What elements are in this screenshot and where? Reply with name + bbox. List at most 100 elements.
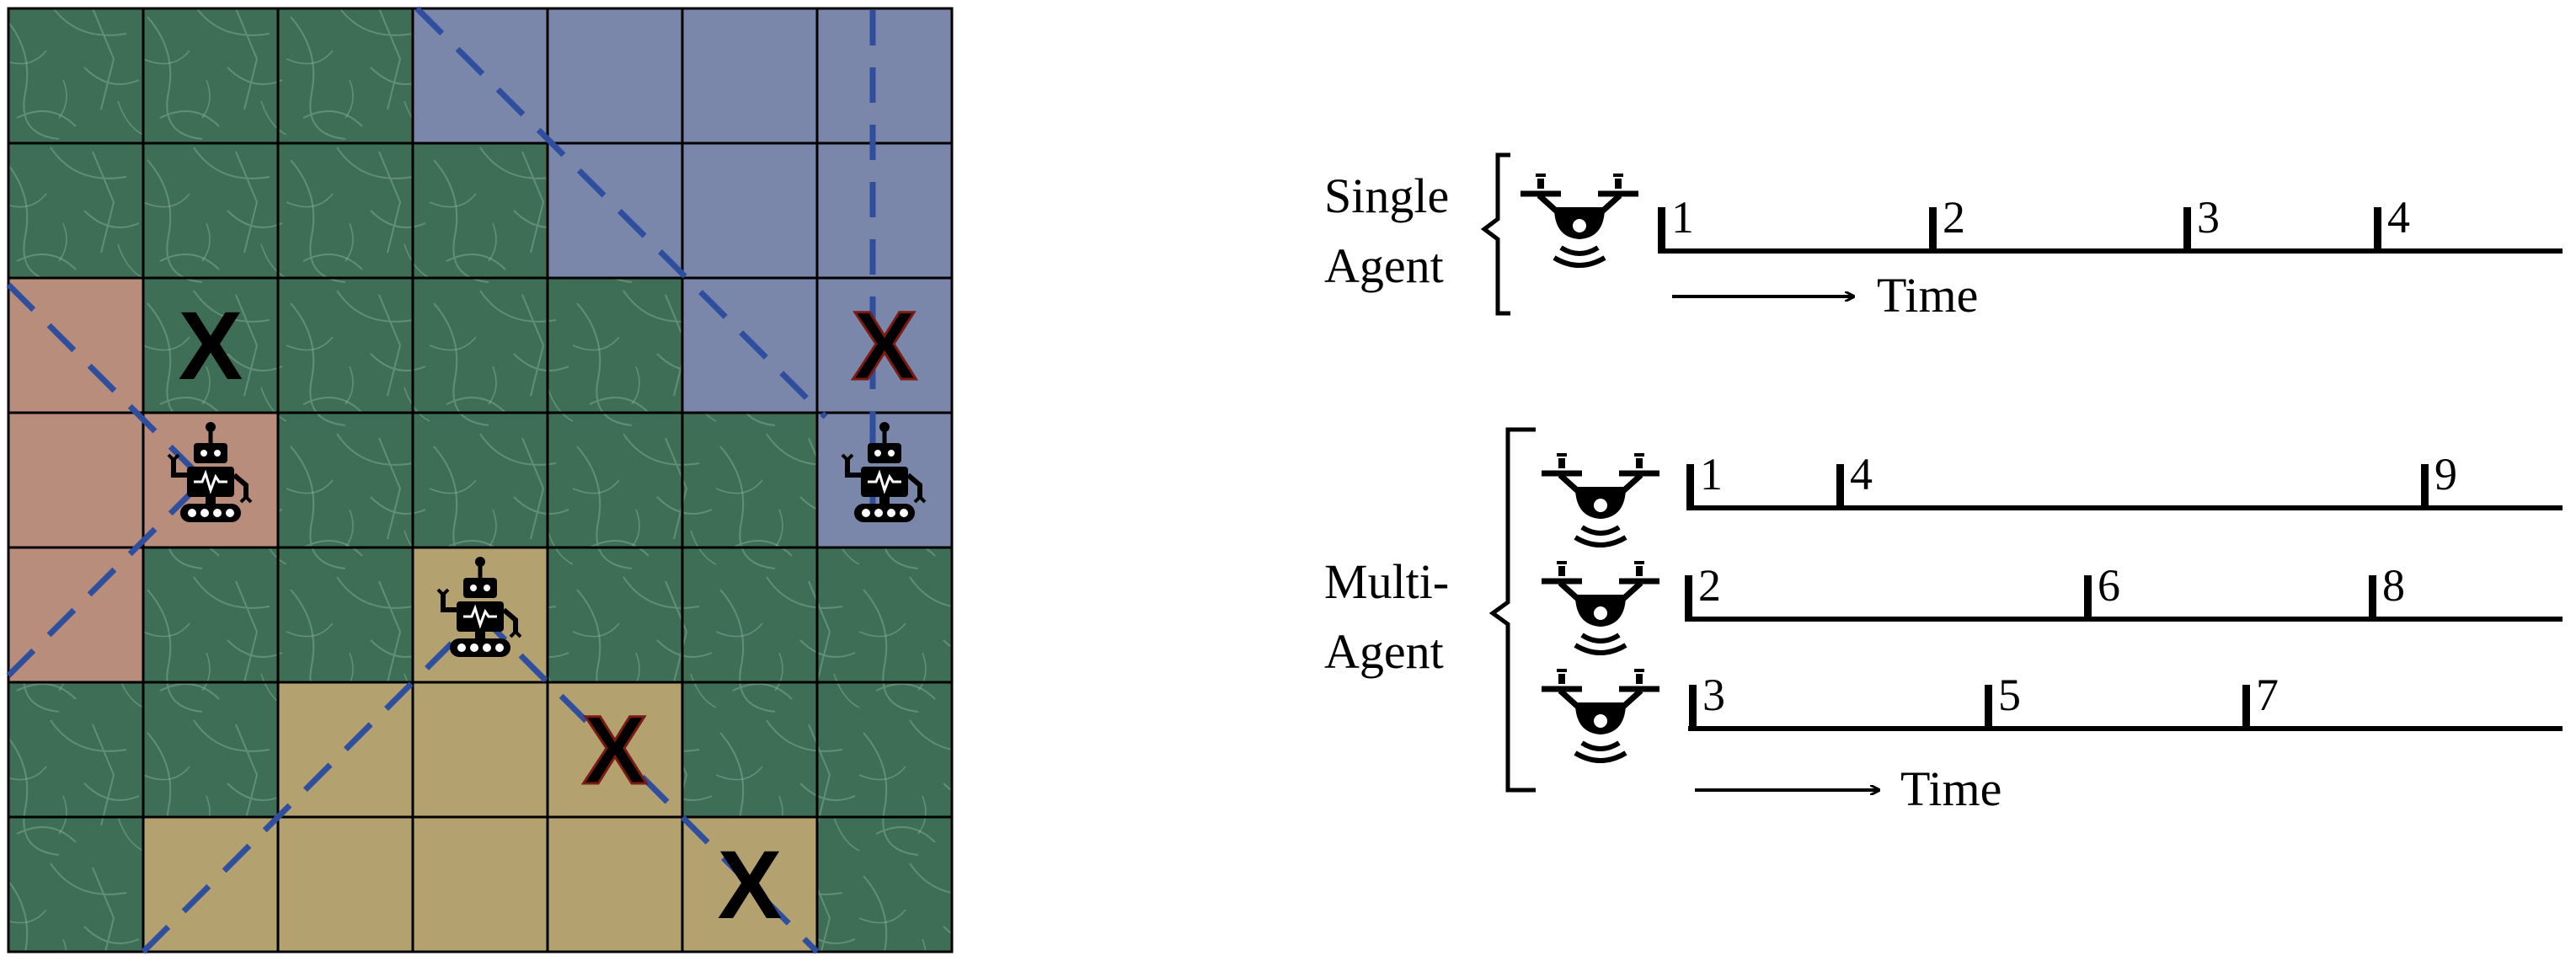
grid-cell-orange-region [7,411,145,549]
grid-cell-grass [546,546,684,684]
tick-label: 2 [1943,192,1965,243]
drone-icon [1542,455,1659,545]
grid-cell-blue-region [815,276,954,414]
agent-timeline: 1 4 9 [1686,449,2563,510]
multi-agent-timeline: Multi- Agent 1 4 9 2 6 8 3 5 7 Time [1324,427,2563,816]
multi-bracket [1488,427,1536,793]
grid-cell-grass [815,546,954,684]
grid-cell-grass [142,546,280,684]
grid-cell-grass [142,7,280,145]
grid-cell-tan-region [276,815,414,953]
red-target-mark: X [852,292,917,400]
orange-region-lower-diagonal [6,467,217,678]
agent-timeline: 2 6 8 [1685,560,2563,622]
grid-cell-grass [7,142,145,280]
grid-cell-grass [411,411,549,549]
tick-label: 4 [2387,192,2410,243]
drone-icon [1542,670,1659,761]
single-label-line1: Single [1324,168,1449,223]
red-target-mark: X [583,697,648,804]
timeline-tick [1658,207,1665,254]
tick-label: 1 [1700,449,1723,499]
grid-cell-grass [276,7,414,145]
tick-label: 2 [1698,560,1721,611]
tick-label: 4 [1850,449,1873,499]
timeline-tick [2374,207,2381,254]
grid-cell-blue-region [815,142,954,280]
timeline-tick [1686,464,1694,510]
drone-icon [1520,175,1638,265]
grid-cell-grass [276,276,414,414]
timeline-tick [1836,464,1844,510]
multi-timelines: 1 4 9 2 6 8 3 5 7 [1685,449,2563,731]
grid-cell-grass [276,546,414,684]
drone-icon [1542,563,1659,653]
black-target-mark: X [179,292,243,400]
grid-cell-grass [681,546,819,684]
grid-cell-grass [7,681,145,819]
single-agent-timeline: Single Agent 1 2 3 4 Time [1324,152,2563,323]
grid-cell-orange-region [7,276,145,414]
agent-timeline: 3 5 7 [1688,670,2563,731]
tick-label: 1 [1671,192,1694,243]
grid-cell-grass [546,276,684,414]
grid-cell-grass [411,142,549,280]
timeline-tick [2242,685,2250,731]
grid-cell-blue-region [681,276,819,414]
multi-time-label: Time [1900,761,2001,816]
grid-cell-blue-region [546,7,684,145]
grid-cell-grass [7,815,145,953]
grid-cell-grass [276,142,414,280]
grid-cell-blue-region [681,7,819,145]
grid-cell-grass [7,7,145,145]
grid-cell-grass [411,276,549,414]
grid-cell-orange-region [7,546,145,684]
tick-label: 8 [2382,560,2405,611]
tick-label: 3 [1702,670,1725,720]
tick-label: 9 [2434,449,2457,499]
grid-cell-grass [815,815,954,953]
black-target-mark: X [718,831,783,939]
timeline-tick [1685,575,1692,622]
timeline-tick [2084,575,2092,622]
timeline-tick [1929,207,1937,254]
grid-cell-grass [142,276,280,414]
grid-cell-grass [681,411,819,549]
tick-label: 6 [2098,560,2120,611]
timeline-tick [1985,685,1992,731]
multi-label-line1: Multi- [1324,554,1449,609]
grid-cell-tan-region [411,681,549,819]
tick-label: 5 [1998,670,2021,720]
orange-region-upper-diagonal [6,282,217,494]
grid-cell-blue-region [681,142,819,280]
grid-cell-grass [681,681,819,819]
grid-cells [7,7,954,953]
grid-cell-blue-region [815,7,954,145]
blue-region-diagonal [414,6,828,419]
multi-label-line2: Agent [1324,624,1444,679]
grid-cell-tan-region [411,815,549,953]
single-label-line2: Agent [1324,238,1444,293]
grid-cell-tan-region [546,815,684,953]
timeline-tick [1689,685,1697,731]
grid-cell-grass [142,142,280,280]
single-tick-group: 1 2 3 4 [1658,192,2410,254]
timeline-tick [2183,207,2191,254]
timeline-tick [2369,575,2376,622]
grid-cell-blue-region [546,142,684,280]
grid-cell-blue-region [411,7,549,145]
single-time-label: Time [1877,268,1978,323]
grid-cell-grass [276,411,414,549]
grid-cell-grass [142,681,280,819]
single-bracket [1480,152,1510,316]
grid-cell-grass [815,681,954,819]
tan-region-left-diagonal [141,612,483,954]
tick-label: 7 [2256,670,2279,720]
region-boundary-lines [6,6,876,954]
grid-cell-grass [546,411,684,549]
tick-label: 3 [2197,192,2220,243]
tan-region-right-diagonal [478,612,820,954]
